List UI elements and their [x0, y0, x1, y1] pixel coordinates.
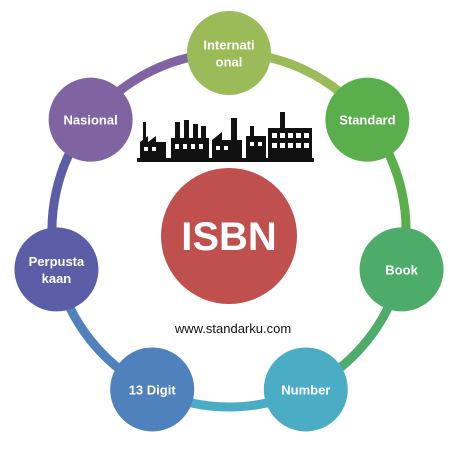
- node-label-standard: Standard: [339, 113, 395, 128]
- node-nasional: Nasional: [48, 77, 133, 162]
- node-label-international: Internati: [203, 38, 254, 53]
- node-label-nasional: Nasional: [64, 113, 118, 128]
- node-circle-nasional: [48, 77, 133, 162]
- factory-skyline-icon: [137, 112, 314, 162]
- node-number: Number: [263, 347, 348, 432]
- node-circle-perpustakaan: [14, 227, 99, 312]
- node-circle-number: [263, 347, 348, 432]
- node-circle-standard: [325, 77, 410, 162]
- node-label-number: Number: [281, 382, 330, 397]
- node-label-perpustakaan: kaan: [42, 271, 72, 286]
- center-circle: ISBN: [161, 168, 297, 304]
- node-label-international: onal: [216, 55, 243, 70]
- node-13-digit: 13 Digit: [110, 347, 195, 432]
- node-circle-book: [359, 227, 444, 312]
- node-book: Book: [359, 227, 444, 312]
- node-international: Internati onal: [187, 11, 271, 95]
- node-standard: Standard: [325, 77, 410, 162]
- node-circle-13-digit: [110, 347, 195, 432]
- node-perpustakaan: Perpusta kaan: [14, 227, 99, 312]
- node-label-perpustakaan: Perpusta: [29, 254, 85, 269]
- node-circle-international: [187, 11, 271, 95]
- center-label: ISBN: [181, 215, 277, 259]
- node-label-book: Book: [385, 262, 418, 277]
- website-url: www.standarku.com: [174, 321, 291, 336]
- node-label-13-digit: 13 Digit: [129, 382, 177, 397]
